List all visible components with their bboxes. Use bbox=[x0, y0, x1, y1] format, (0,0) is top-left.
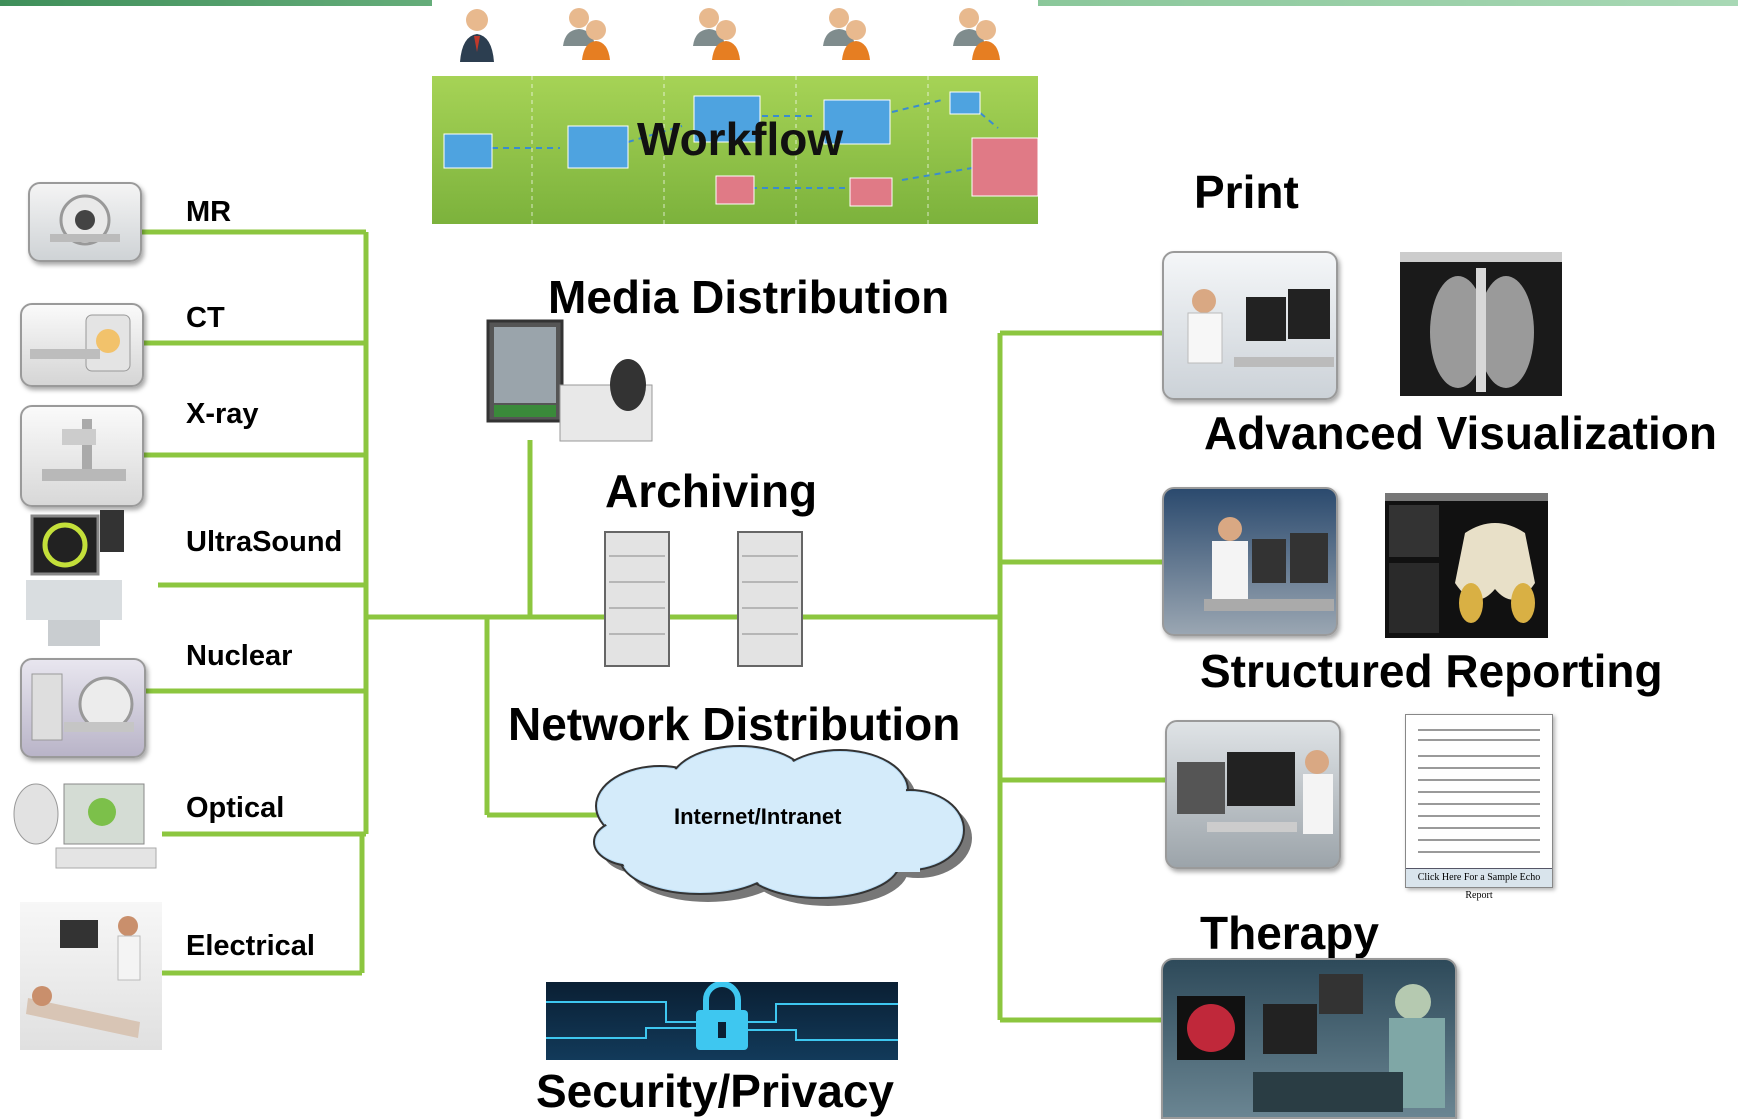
xray-machine-icon bbox=[20, 405, 144, 507]
nuclear-scanner-icon bbox=[20, 658, 146, 758]
workflow-title: Workflow bbox=[637, 113, 844, 165]
modality-ct-label: CT bbox=[186, 302, 225, 334]
folder-icon bbox=[567, 125, 629, 169]
folder-icon bbox=[971, 137, 1038, 197]
mr-scanner-icon bbox=[28, 182, 142, 262]
cloud-icon: Internet/Intranet bbox=[590, 742, 980, 910]
archive-server-icon bbox=[603, 530, 673, 670]
sample-report-document: Click Here For a Sample Echo Report bbox=[1405, 714, 1553, 901]
archiving-label: Archiving bbox=[605, 465, 818, 517]
doctor-icon bbox=[460, 9, 494, 62]
structured-reporting-label: Structured Reporting bbox=[1200, 645, 1663, 697]
advanced-visualization-label: Advanced Visualization bbox=[1204, 407, 1717, 459]
users-icon bbox=[823, 8, 870, 60]
users-icon bbox=[953, 8, 1000, 60]
media-distribution-label: Media Distribution bbox=[548, 271, 950, 323]
users-icon bbox=[693, 8, 740, 60]
ecg-patient-icon bbox=[20, 902, 162, 1050]
print-label: Print bbox=[1194, 166, 1299, 218]
workflow-band bbox=[432, 76, 1038, 224]
modality-mr-label: MR bbox=[186, 196, 232, 228]
users-icon bbox=[563, 8, 610, 60]
folder-icon bbox=[949, 91, 981, 115]
sample-report-button[interactable]: Click Here For a Sample Echo Report bbox=[1406, 868, 1552, 901]
workflow-diagram: Workflow bbox=[432, 0, 1038, 224]
folder-icon bbox=[443, 133, 493, 169]
archive-server-icon bbox=[736, 530, 806, 670]
modality-electrical-label: Electrical bbox=[186, 930, 315, 962]
security-lock-icon bbox=[546, 982, 898, 1060]
security-privacy-label: Security/Privacy bbox=[536, 1065, 895, 1117]
reporting-workstation-photo bbox=[1165, 720, 1341, 869]
chest-xray-image bbox=[1400, 252, 1562, 396]
media-workstation-icon bbox=[480, 315, 660, 455]
modality-ultrasound-label: UltraSound bbox=[186, 526, 343, 558]
ct-scanner-icon bbox=[20, 303, 144, 387]
folder-icon bbox=[823, 99, 891, 145]
folder-icon bbox=[849, 177, 893, 207]
workflow-people bbox=[460, 8, 1000, 62]
folder-icon bbox=[693, 95, 761, 143]
therapy-label: Therapy bbox=[1200, 907, 1379, 959]
ultrasound-machine-icon bbox=[18, 506, 130, 648]
therapy-surgery-photo bbox=[1161, 958, 1457, 1119]
cloud-label: Internet/Intranet bbox=[674, 804, 842, 829]
network-distribution-label: Network Distribution bbox=[508, 698, 961, 750]
modality-xray-label: X-ray bbox=[186, 398, 259, 430]
modality-nuclear-label: Nuclear bbox=[186, 640, 293, 672]
3d-pelvis-render bbox=[1385, 493, 1548, 638]
folder-icon bbox=[715, 175, 755, 205]
print-workstation-photo bbox=[1162, 251, 1338, 400]
modality-optical-label: Optical bbox=[186, 792, 285, 824]
optical-device-icon bbox=[6, 772, 162, 876]
radiologist-workstation-photo bbox=[1162, 487, 1338, 636]
